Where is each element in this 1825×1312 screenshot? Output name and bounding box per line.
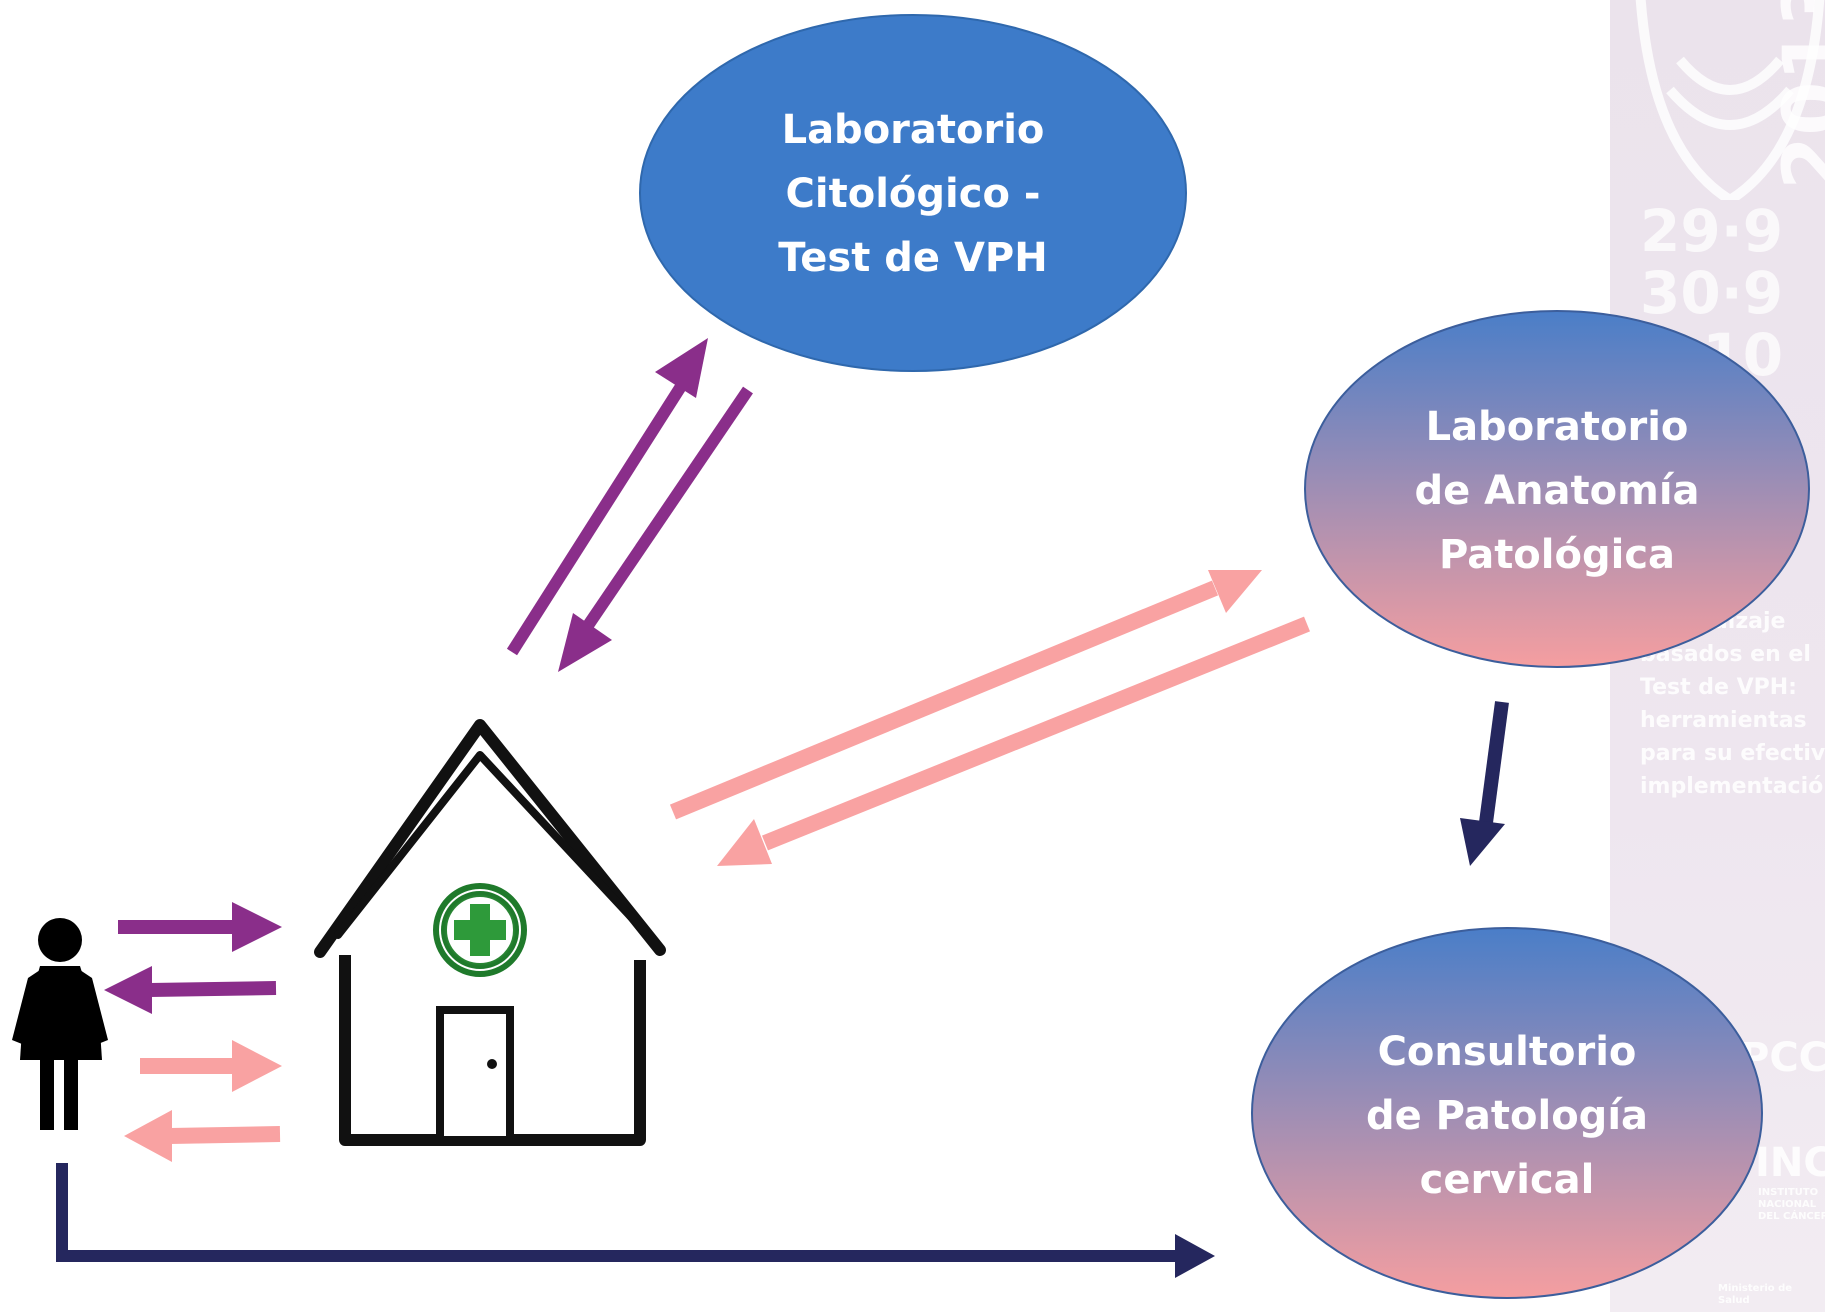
- arrow-lab-anat-to-clinic: [717, 616, 1310, 866]
- arrow-woman-to-clinic-pink: [140, 1040, 282, 1092]
- woman-icon: [12, 918, 108, 1130]
- arrow-clinic-to-lab-cito: [506, 338, 708, 656]
- medical-cross-icon: [454, 904, 506, 956]
- arrow-lab-cito-to-clinic: [558, 386, 753, 672]
- panel-inc-subtitle: INSTITUTO NACIONAL DEL CÁNCER: [1758, 1187, 1825, 1222]
- health-center-icon: [314, 719, 666, 1146]
- node-lab-cito-shape: [639, 14, 1187, 372]
- node-lab-anat-label: Laboratorio de Anatomía Patológica: [1414, 404, 1700, 578]
- arrow-clinic-to-woman-purple: [104, 966, 277, 1014]
- heart-logo-icon: [1635, 0, 1825, 200]
- node-lab-anat-shape: [1304, 310, 1810, 668]
- panel-ministerio: Ministerio de Salud: [1718, 1283, 1793, 1306]
- node-lab-cito-label: Laboratorio Citológico - Test de VPH: [778, 107, 1048, 281]
- panel-logo-inc: INC: [1755, 1140, 1825, 1186]
- arrow-clinic-to-lab-anat: [669, 570, 1262, 820]
- arrow-lab-anat-to-consultorio: [1460, 701, 1509, 866]
- arrow-woman-to-consultorio: [56, 1163, 1215, 1278]
- arrow-woman-to-clinic-purple: [118, 902, 282, 952]
- node-consultorio-shape: [1251, 927, 1763, 1299]
- node-consultorio-label: Consultorio de Patología cervical: [1365, 1029, 1649, 1203]
- arrow-clinic-to-woman-pink: [124, 1110, 281, 1162]
